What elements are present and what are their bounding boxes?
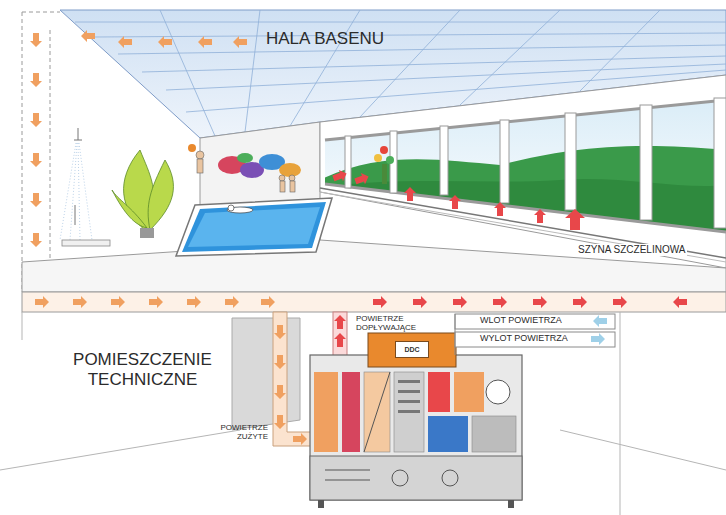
controller-label: DDC	[404, 346, 419, 353]
region-label: WLOT POWIETRZA	[478, 315, 564, 325]
region-label: POWIETRZE ZUŻYTE	[192, 423, 268, 441]
controller-box: DDC	[395, 341, 429, 358]
region-label: POWIETRZE DOPŁYWAJĄCE	[354, 314, 438, 332]
region-label: POMIESZCZENIE TECHNICZNE	[55, 350, 230, 389]
region-label: HALA BASENU	[250, 29, 400, 49]
region-label: WYLOT POWIETRZA	[478, 333, 570, 343]
region-label: SZYNA SZCZELINOWA	[576, 244, 687, 256]
